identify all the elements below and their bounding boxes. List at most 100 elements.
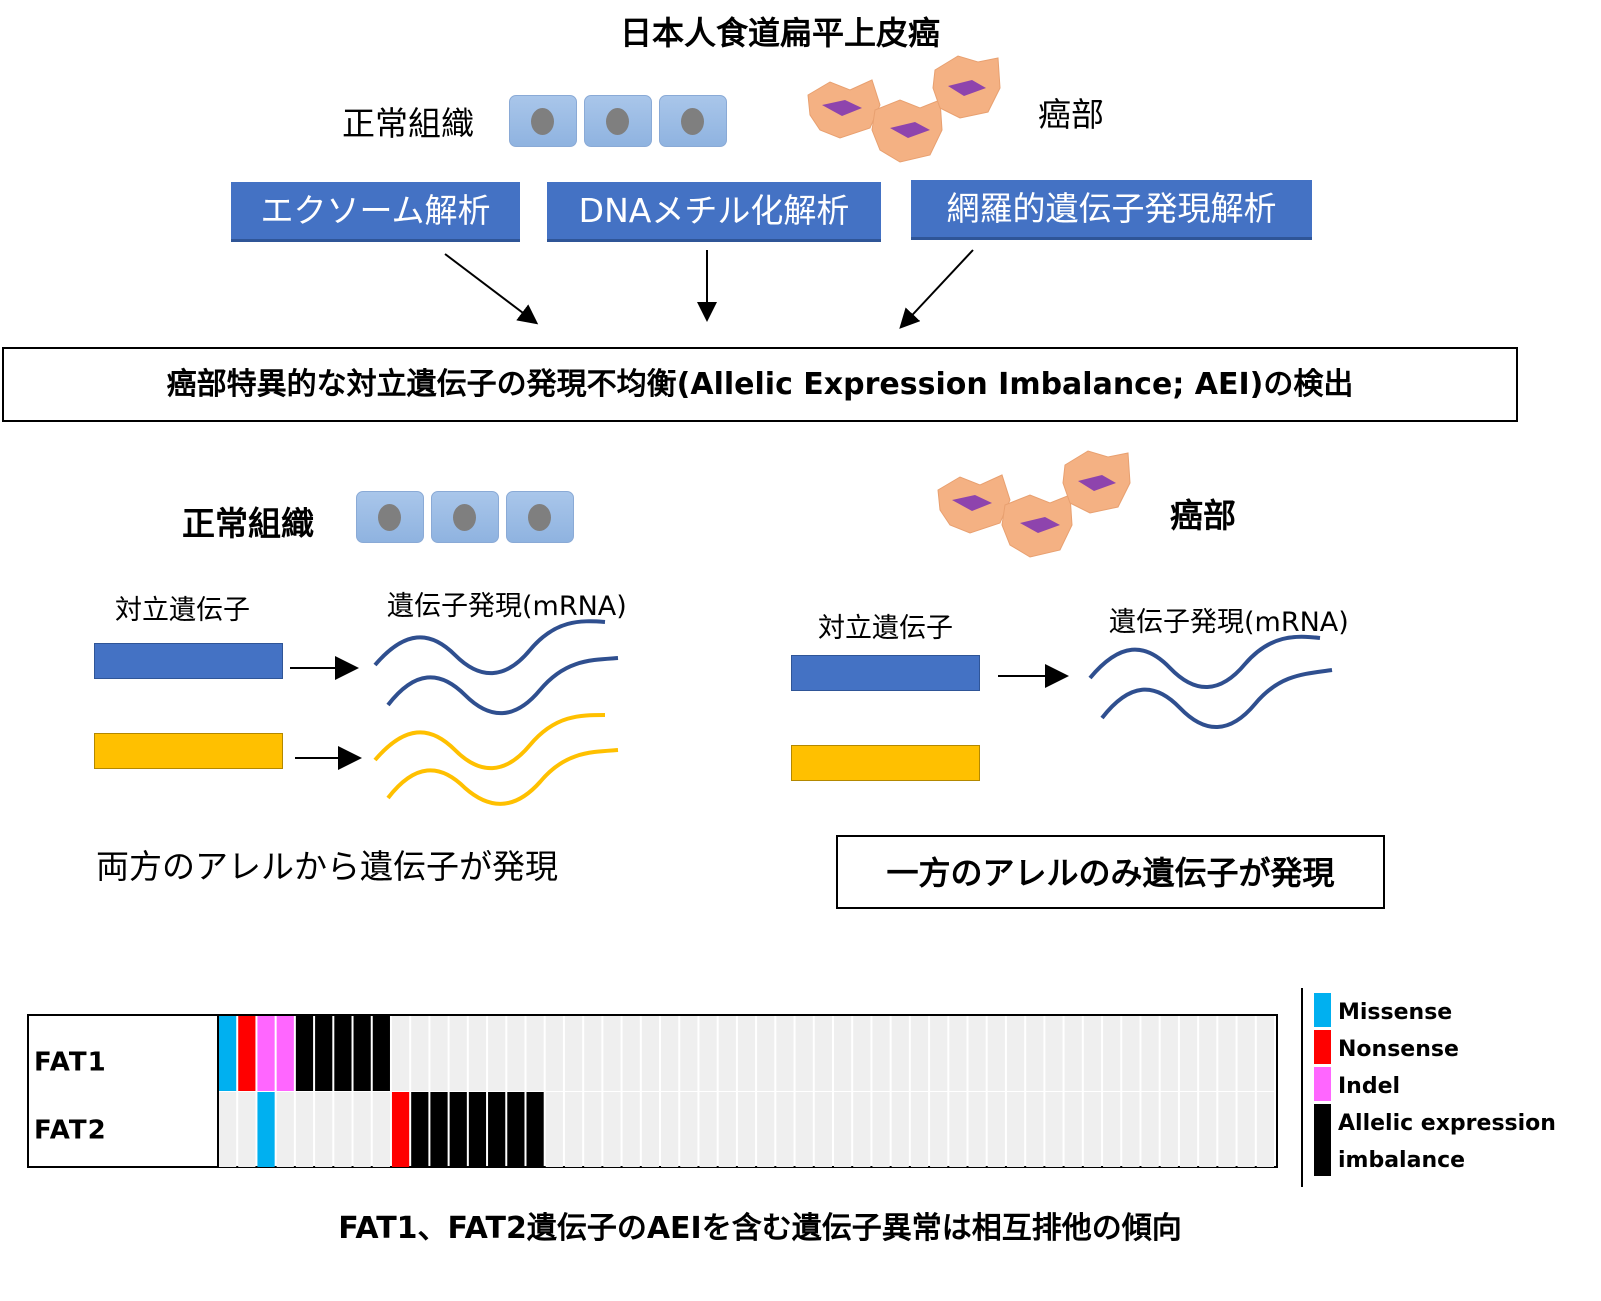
mutation-cell xyxy=(1045,1016,1063,1091)
mutation-cell xyxy=(430,1016,448,1091)
mutation-cell xyxy=(391,1016,410,1091)
tumor-cell-icon xyxy=(807,79,881,139)
mutation-cell xyxy=(1141,1016,1159,1091)
tumor-cell-icon xyxy=(1062,450,1131,514)
allele-bar-yellow xyxy=(94,733,283,769)
mutation-cell xyxy=(353,1016,371,1091)
mutation-cell xyxy=(584,1016,602,1091)
mutation-cell xyxy=(1083,1016,1102,1091)
legend-label-indel: Indel xyxy=(1338,1074,1400,1099)
mutation-cell xyxy=(276,1092,294,1167)
mrna-wave-blue xyxy=(1100,668,1333,729)
mutation-cell xyxy=(891,1016,909,1091)
mutation-cell xyxy=(545,1016,563,1091)
mutation-cell xyxy=(1179,1016,1198,1091)
left-caption: 両方のアレルから遺伝子が発現 xyxy=(96,847,558,886)
mutation-cell xyxy=(853,1016,871,1091)
allele-bar-blue xyxy=(94,643,283,679)
mutation-cell xyxy=(315,1016,333,1091)
mutation-cell xyxy=(987,1016,1005,1091)
mutation-cell xyxy=(1122,1016,1140,1091)
top-tumor-cells xyxy=(807,55,1001,163)
diagram-title: 日本人食道扁平上皮癌 xyxy=(619,14,940,52)
mutation-cell xyxy=(507,1092,525,1167)
mutation-cell xyxy=(257,1092,275,1167)
mutation-cell xyxy=(930,1092,948,1167)
method-expression: 網羅的遺伝子発現解析 xyxy=(911,180,1312,240)
mutation-cell xyxy=(1122,1092,1140,1167)
mutation-cell xyxy=(757,1016,775,1091)
mutation-cell xyxy=(564,1092,583,1167)
tumor-cell-icon xyxy=(932,55,1001,119)
mutation-cell xyxy=(372,1016,390,1091)
mutation-cell xyxy=(1083,1092,1102,1167)
mutation-cell xyxy=(814,1092,832,1167)
mutation-cell xyxy=(1006,1092,1025,1167)
aei-detection-box: 癌部特異的な対立遺伝子の発現不均衡(Allelic Expression Imb… xyxy=(2,347,1518,422)
mutation-cell xyxy=(507,1016,525,1091)
mutation-cell xyxy=(238,1016,256,1091)
mutation-cell xyxy=(1256,1016,1274,1091)
mutation-cell xyxy=(1064,1092,1082,1167)
legend-label-nonsense: Nonsense xyxy=(1338,1037,1459,1062)
mutation-cell xyxy=(603,1092,621,1167)
right-expression-label: 遺伝子発現(mRNA) xyxy=(1109,607,1349,638)
mutation-cell xyxy=(641,1092,660,1167)
mutation-cell xyxy=(1026,1016,1044,1091)
bottom-caption: FAT1、FAT2遺伝子のAEIを含む遺伝子異常は相互排他の傾向 xyxy=(338,1211,1182,1246)
mutation-cell xyxy=(1218,1016,1236,1091)
mutation-cell xyxy=(795,1016,813,1091)
top-normal-tissue-label: 正常組織 xyxy=(342,104,474,143)
normal-cell-icon xyxy=(584,95,652,147)
mutation-cell xyxy=(468,1016,487,1091)
mutation-cell xyxy=(872,1016,890,1091)
mutation-cell xyxy=(1103,1016,1121,1091)
mutation-cell xyxy=(295,1016,314,1091)
mutation-cell xyxy=(949,1016,967,1091)
mrna-wave-yellow xyxy=(373,713,606,771)
right-expression-graphics xyxy=(998,634,1333,729)
mutation-cell xyxy=(391,1092,410,1167)
mutation-cell xyxy=(315,1092,333,1167)
tumor-cell-icon xyxy=(871,99,943,163)
mrna-wave-blue xyxy=(386,656,619,716)
mutation-cell xyxy=(1256,1092,1274,1167)
mutation-cell xyxy=(699,1016,717,1091)
mutation-cell xyxy=(411,1092,429,1167)
mutation-cell xyxy=(872,1092,890,1167)
mutation-cell xyxy=(776,1016,794,1091)
left-expression-graphics xyxy=(290,619,619,806)
top-tumor-label: 癌部 xyxy=(1038,95,1104,134)
mutation-cell xyxy=(603,1016,621,1091)
mutation-cell xyxy=(219,1016,237,1091)
mutation-cell xyxy=(814,1016,832,1091)
mutation-cells xyxy=(219,1016,1274,1167)
mutation-cell xyxy=(622,1016,640,1091)
mutation-cell xyxy=(891,1092,909,1167)
mutation-cell xyxy=(968,1092,986,1167)
legend-label-aei: Allelic expression xyxy=(1338,1111,1556,1136)
mutation-cell xyxy=(584,1092,602,1167)
mutation-cell xyxy=(526,1016,544,1091)
right-caption-box: 一方のアレルのみ遺伝子が発現 xyxy=(836,835,1385,909)
normal-cell-icon xyxy=(509,95,577,147)
legend-swatch-nonsense xyxy=(1314,1030,1331,1064)
mutation-cell xyxy=(718,1016,736,1091)
mutation-cell xyxy=(680,1016,698,1091)
mutation-cell xyxy=(853,1092,871,1167)
legend-label-aei-line2: imbalance xyxy=(1338,1148,1465,1173)
mutation-cell xyxy=(449,1016,467,1091)
mutation-cell xyxy=(622,1092,640,1167)
middle-tumor-label: 癌部 xyxy=(1170,496,1236,535)
right-allele-label: 対立遺伝子 xyxy=(818,613,953,644)
tumor-cell-icon xyxy=(1001,494,1073,558)
method-dna-methylation: DNAメチル化解析 xyxy=(547,182,881,242)
method-arrows xyxy=(444,249,974,329)
mutation-cell xyxy=(795,1092,813,1167)
mutation-cell xyxy=(910,1016,929,1091)
mutation-cell xyxy=(1218,1092,1236,1167)
mutation-cell xyxy=(238,1092,256,1167)
mutation-cell xyxy=(1199,1092,1217,1167)
mutation-cell xyxy=(1006,1016,1025,1091)
